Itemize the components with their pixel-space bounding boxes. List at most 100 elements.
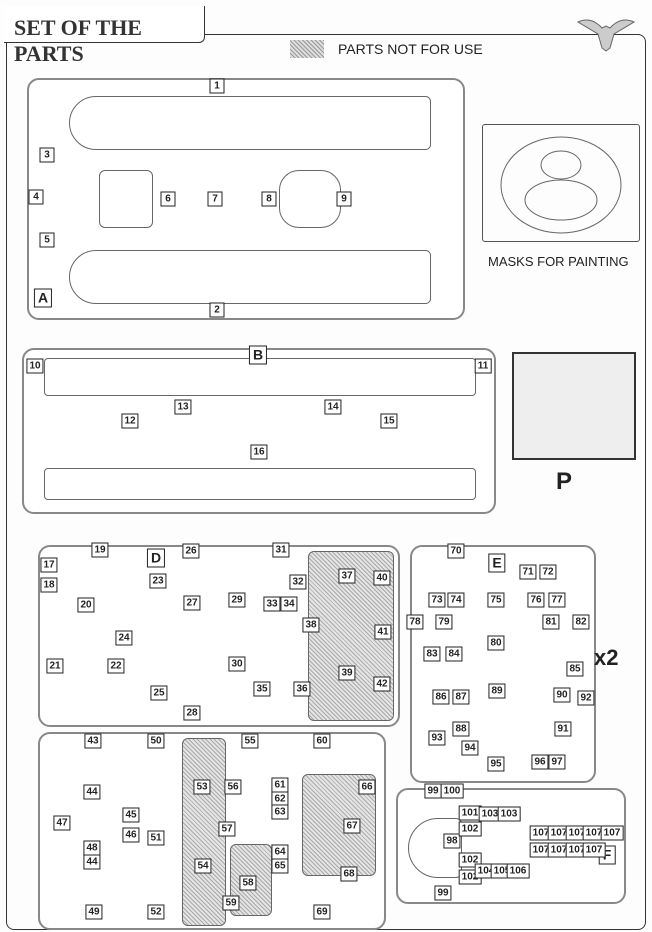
part-number-label: 23 <box>149 573 167 589</box>
legend-text: PARTS NOT FOR USE <box>338 41 483 57</box>
part-number-label: 52 <box>147 904 165 920</box>
photo-etch-letter: P <box>556 468 573 495</box>
part-number-label: 24 <box>115 630 133 646</box>
part-number-label: 43 <box>84 733 102 749</box>
part-number-label: 29 <box>228 592 246 608</box>
part-number-label: 50 <box>147 733 165 749</box>
part-number-label: 53 <box>193 779 211 795</box>
masks-sheet <box>482 124 640 242</box>
part-number-label: 41 <box>374 624 392 640</box>
part-number-label: 85 <box>566 661 584 677</box>
part-number-label: 30 <box>228 656 246 672</box>
page-title: SET OF THE PARTS <box>14 15 142 66</box>
photo-etch-fret <box>512 352 636 460</box>
part-number-label: 61 <box>271 777 289 793</box>
part-number-label: 102 <box>458 821 482 837</box>
part-number-label: 76 <box>527 592 545 608</box>
part-number-label: 40 <box>373 570 391 586</box>
part-number-label: 46 <box>122 827 140 843</box>
sprue-e-multiplier: x2 <box>594 645 619 670</box>
part-number-label: 36 <box>293 681 311 697</box>
part-number-label: 21 <box>46 658 64 674</box>
part-number-label: 89 <box>488 683 506 699</box>
part-number-label: 107 <box>600 825 624 841</box>
sprue-letter-b: B <box>248 345 268 365</box>
part-number-label: 33 <box>263 596 281 612</box>
part-number-label: 16 <box>250 444 268 460</box>
part-number-label: 83 <box>423 646 441 662</box>
part-number-label: 39 <box>338 665 356 681</box>
part-number-label: 72 <box>539 564 557 580</box>
part-number-label: 69 <box>313 904 331 920</box>
part-number-label: 94 <box>461 740 479 756</box>
part-number-label: 91 <box>554 721 572 737</box>
part-number-label: 5 <box>39 232 55 248</box>
part-number-label: 96 <box>531 754 549 770</box>
part-number-label: 44 <box>83 854 101 870</box>
part-number-label: 44 <box>83 784 101 800</box>
part-number-label: 35 <box>253 681 271 697</box>
part-number-label: 48 <box>83 840 101 856</box>
masks-label: MASKS FOR PAINTING <box>488 254 629 269</box>
title-box: SET OF THE PARTS <box>4 6 205 66</box>
part-number-label: 66 <box>358 779 376 795</box>
part-number-label: 54 <box>194 858 212 874</box>
part-number-label: 42 <box>373 676 391 692</box>
part-number-label: 93 <box>428 730 446 746</box>
sprue-a <box>27 78 465 320</box>
part-number-label: 60 <box>313 733 331 749</box>
part-number-label: 1 <box>209 78 225 94</box>
part-number-label: 58 <box>239 875 257 891</box>
part-number-label: 63 <box>271 804 289 820</box>
part-number-label: 12 <box>121 413 139 429</box>
part-number-label: 59 <box>222 895 240 911</box>
part-number-label: 87 <box>452 689 470 705</box>
part-number-label: 6 <box>160 191 176 207</box>
part-number-label: 78 <box>406 614 424 630</box>
part-number-label: 47 <box>53 815 71 831</box>
part-number-label: 27 <box>183 595 201 611</box>
part-number-label: 7 <box>207 191 223 207</box>
sprue-letter-d: D <box>146 548 166 568</box>
part-number-label: 31 <box>272 542 290 558</box>
part-number-label: 79 <box>435 614 453 630</box>
part-number-label: 99 <box>434 885 452 901</box>
part-number-label: 17 <box>40 557 58 573</box>
part-number-label: 77 <box>548 592 566 608</box>
part-number-label: 65 <box>271 858 289 874</box>
part-number-label: 3 <box>39 147 55 163</box>
part-number-label: 71 <box>519 564 537 580</box>
part-number-label: 106 <box>506 863 530 879</box>
part-number-label: 32 <box>289 574 307 590</box>
part-number-label: 56 <box>224 779 242 795</box>
part-number-label: 14 <box>324 399 342 415</box>
part-number-label: 49 <box>85 904 103 920</box>
part-number-label: 97 <box>548 754 566 770</box>
part-number-label: 95 <box>487 756 505 772</box>
part-number-label: 75 <box>487 592 505 608</box>
part-number-label: 64 <box>271 844 289 860</box>
part-number-label: 45 <box>122 807 140 823</box>
part-number-label: 92 <box>577 690 595 706</box>
part-number-label: 8 <box>261 191 277 207</box>
part-number-label: 22 <box>107 658 125 674</box>
not-for-use-swatch <box>290 40 324 58</box>
part-number-label: 80 <box>487 635 505 651</box>
part-number-label: 25 <box>150 685 168 701</box>
part-number-label: 37 <box>338 568 356 584</box>
part-number-label: 74 <box>447 592 465 608</box>
part-number-label: 2 <box>209 302 225 318</box>
part-number-label: 10 <box>26 358 44 374</box>
part-number-label: 84 <box>445 646 463 662</box>
part-number-label: 15 <box>380 413 398 429</box>
part-number-label: 67 <box>343 818 361 834</box>
part-number-label: 38 <box>302 617 320 633</box>
part-number-label: 19 <box>91 542 109 558</box>
part-number-label: 73 <box>428 592 446 608</box>
part-number-label: 51 <box>147 830 165 846</box>
part-number-label: 107 <box>582 842 606 858</box>
part-number-label: 57 <box>218 821 236 837</box>
part-number-label: 4 <box>28 189 44 205</box>
part-number-label: 20 <box>77 597 95 613</box>
